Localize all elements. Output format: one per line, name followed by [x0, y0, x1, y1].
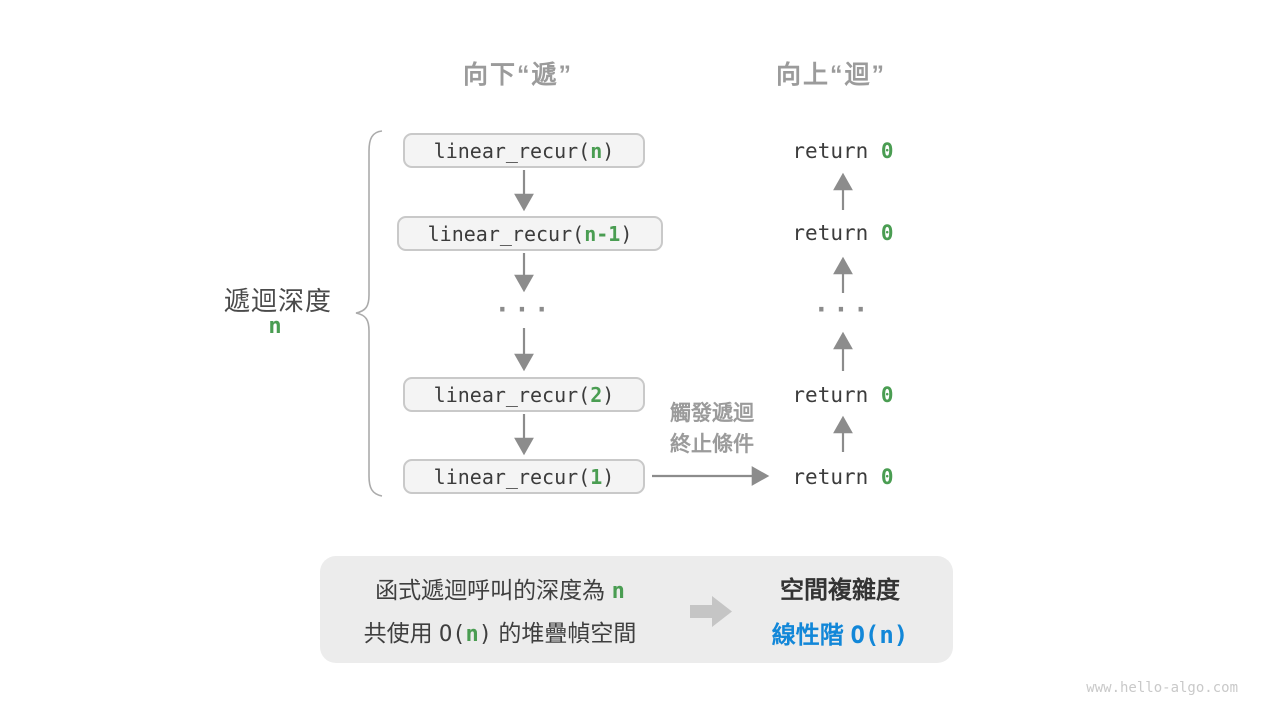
summary-line1: 函式遞迴呼叫的深度為 n — [330, 571, 670, 605]
code-text: ) — [602, 138, 615, 163]
call-box-1: linear_recur(1) — [403, 459, 645, 494]
return-row: return 0 — [770, 139, 916, 163]
termination-line1: 觸發遞迴 — [670, 402, 754, 425]
code-arg: 2 — [590, 382, 603, 407]
summary-panel — [320, 556, 953, 663]
space-complexity-title: 空間複雜度 — [780, 576, 900, 604]
recursion-depth-value: n — [268, 314, 282, 339]
call-box-n: linear_recur(n) — [403, 133, 645, 168]
code-text: linear_recur( — [433, 138, 591, 163]
call-box-2: linear_recur(2) — [403, 377, 645, 412]
return-row: return 0 — [770, 465, 916, 489]
code-text: ) — [602, 382, 615, 407]
summary-line1-value: n — [611, 579, 625, 604]
summary-line2-post: 的堆疊幀空間 — [492, 620, 637, 646]
summary-description: 函式遞迴呼叫的深度為 n 共使用 O(n) 的堆疊幀空間 — [330, 556, 670, 663]
upward-ellipsis: ··· — [813, 295, 873, 325]
code-text: linear_recur( — [433, 382, 591, 407]
downward-ellipsis: ··· — [494, 295, 554, 325]
termination-line2: 終止條件 — [670, 433, 754, 456]
return-row: return 0 — [770, 383, 916, 407]
summary-line2-o-open: O( — [439, 622, 466, 647]
return-keyword: return — [792, 221, 881, 245]
space-complexity-value: 線性階 O(n) — [747, 615, 933, 650]
code-text: ) — [602, 464, 615, 489]
watermark-url: www.hello-algo.com — [1086, 680, 1238, 696]
recursion-depth-label: 遞迴深度 — [223, 286, 332, 316]
result-big-o: O(n) — [850, 620, 909, 649]
code-arg: 1 — [590, 464, 603, 489]
code-text: linear_recur( — [433, 464, 591, 489]
return-value: 0 — [880, 221, 894, 245]
return-value: 0 — [880, 139, 894, 163]
summary-result: 空間複雜度 線性階 O(n) — [747, 556, 933, 663]
code-arg: n-1 — [584, 221, 621, 246]
code-text: ) — [620, 221, 633, 246]
summary-line2-pre: 共使用 — [363, 620, 439, 646]
return-keyword: return — [792, 465, 881, 489]
return-value: 0 — [880, 465, 894, 489]
return-value: 0 — [880, 383, 894, 407]
summary-line1-text: 函式遞迴呼叫的深度為 — [375, 577, 612, 603]
return-keyword: return — [792, 139, 881, 163]
return-row: return 0 — [770, 221, 916, 245]
termination-condition-label: 觸發遞迴 終止條件 — [648, 398, 776, 460]
code-arg: n — [590, 138, 603, 163]
summary-line2-o-close: ) — [478, 622, 492, 647]
header-downward-recurse: 向下“遞” — [462, 61, 573, 89]
return-keyword: return — [792, 383, 881, 407]
result-order-text: 線性階 — [771, 621, 851, 649]
depth-brace — [355, 130, 383, 497]
header-upward-return: 向上“迴” — [775, 61, 886, 89]
summary-line2-value: n — [465, 622, 479, 647]
call-box-n-1: linear_recur(n-1) — [397, 216, 663, 251]
code-text: linear_recur( — [427, 221, 585, 246]
summary-line2: 共使用 O(n) 的堆疊幀空間 — [330, 614, 670, 648]
